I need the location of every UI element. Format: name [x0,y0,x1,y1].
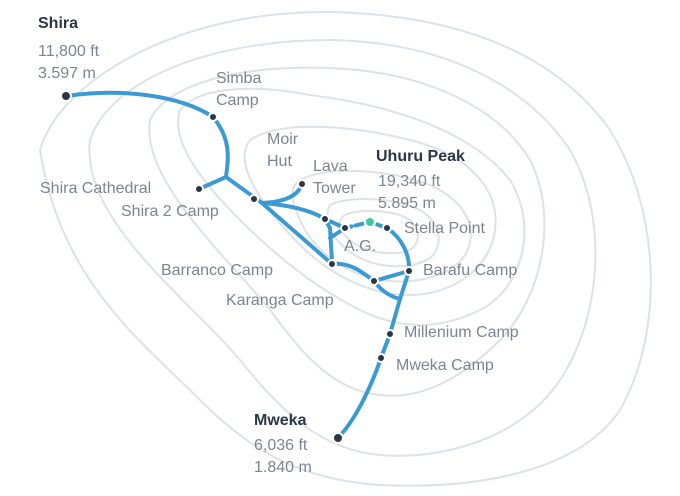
mweka-title: Mweka [254,412,307,429]
contour-1 [38,10,652,487]
shira-feet: 11,800 ft [38,43,100,60]
contour-4 [177,87,526,326]
shira-title: Shira [38,15,79,32]
route-descent[interactable] [336,297,402,440]
route-diagonal-barranco[interactable] [260,201,334,266]
barafu-label: Barafu Camp [423,262,518,279]
shira-dot[interactable] [60,90,72,102]
mweka-camp-label: Mweka Camp [396,357,494,374]
simba-label-2: Camp [216,92,259,109]
stella-dot[interactable] [382,223,392,233]
shira2-label: Shira 2 Camp [121,203,219,220]
shira-meters: 3.597 m [38,65,96,82]
millenium-label: Millenium Camp [404,324,519,341]
uhuru-meters: 5.895 m [378,195,436,212]
mweka-feet: 6,036 ft [254,437,308,454]
contour-2 [88,38,597,457]
ag-label: A.G. [344,238,377,255]
barranco-label: Barranco Camp [161,262,274,279]
contour-lines [38,10,652,487]
shira-cathedral-label: Shira Cathedral [40,180,152,197]
camp-dots [60,90,414,444]
shira-cathedral-dot[interactable] [194,184,204,194]
lava-label-1: Lava [313,158,348,175]
contour-7 [326,197,440,268]
uhuru-title: Uhuru Peak [376,148,465,165]
lava-tower-dot[interactable] [297,179,307,189]
route-lava[interactable] [260,182,304,205]
lava-label-2: Tower [313,180,356,197]
karanga-label: Karanga Camp [226,292,334,309]
contour-5 [243,125,497,297]
moir-label-1: Moir [267,131,299,148]
barafu-dot[interactable] [404,266,414,276]
simba-label-1: Simba [216,70,262,87]
uhuru-feet: 19,340 ft [378,173,441,190]
moir-dot[interactable] [320,214,330,224]
shira2-dot[interactable] [249,194,259,204]
route-cathedral[interactable] [197,175,264,205]
contour-6 [291,169,472,283]
millenium-dot[interactable] [385,329,395,339]
ag-dot[interactable] [340,223,350,233]
uhuru-peak-dot[interactable] [364,216,376,228]
karanga-dot[interactable] [369,276,379,286]
mweka-meters: 1.840 m [254,459,312,476]
mweka-dot[interactable] [332,432,344,444]
barranco-dot[interactable] [327,259,337,269]
moir-label-2: Hut [267,153,292,170]
stella-label: Stella Point [404,220,485,237]
contour-3 [148,66,546,397]
route-simba-junction[interactable] [211,115,230,179]
route-shira-simba[interactable] [64,90,215,119]
simba-dot[interactable] [208,112,218,122]
mweka-camp-dot[interactable] [376,353,386,363]
